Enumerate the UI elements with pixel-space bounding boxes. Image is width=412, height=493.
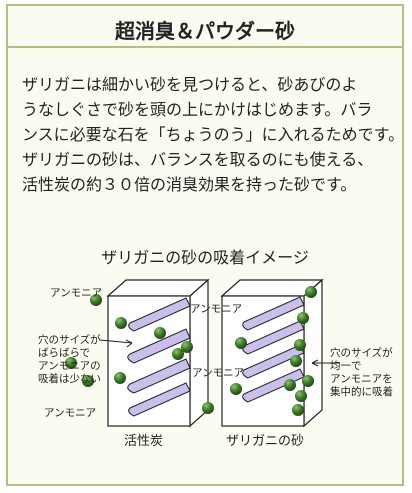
crayfish-sand-block [220, 278, 324, 428]
description-line: ンスに必要な石を「ちょうのう」に入れるためです。 [22, 125, 405, 144]
ammonia-ball [114, 372, 126, 384]
svg-text:ばらばらで: ばらばらで [38, 347, 90, 359]
svg-text:均一で: 均一で [330, 360, 362, 372]
ammonia-ball [294, 339, 306, 351]
ammonia-ball [172, 348, 184, 360]
diagram-title: ザリガニの砂の吸着イメージ [101, 248, 309, 267]
svg-text:吸着は少ない: 吸着は少ない [38, 372, 101, 385]
ammonia-ball [65, 357, 77, 369]
info-panel: 超消臭＆パウダー砂 ザリガニは細かい砂を見つけると、砂あびのよ うなしぐさで砂を… [6, 4, 404, 486]
ammonia-label: アンモニア [50, 287, 102, 299]
activated-carbon-block [106, 278, 210, 428]
ammonia-ball [115, 317, 127, 329]
svg-text:穴のサイズが: 穴のサイズが [330, 346, 393, 359]
ammonia-ball [230, 383, 242, 395]
ammonia-ball [292, 404, 304, 416]
description-line: 活性炭の約３０倍の消臭効果を持った砂です。 [22, 175, 357, 194]
crayfish-sand-note: 穴のサイズが 均一で アンモニアを 集中的に吸着 [330, 346, 393, 398]
svg-text:集中的に吸着: 集中的に吸着 [330, 385, 393, 398]
ammonia-ball [82, 375, 94, 387]
ammonia-label: アンモニア [192, 367, 244, 379]
ammonia-ball [305, 286, 317, 298]
ammonia-ball [290, 355, 302, 367]
activated-carbon-note: 穴のサイズが ばらばらで アンモニアの 吸着は少ない [38, 333, 101, 385]
svg-text:アンモニアを: アンモニアを [330, 373, 393, 385]
ammonia-ball [202, 402, 214, 414]
ammonia-ball [90, 294, 102, 306]
ammonia-label: アンモニア [190, 303, 242, 315]
ammonia-ball [284, 379, 296, 391]
ammonia-ball [154, 327, 166, 339]
description-line: ザリガニの砂は、バランスを取るのにも使える、 [22, 150, 374, 169]
ammonia-molecules [65, 286, 317, 416]
crayfish-sand-caption: ザリガニの砂 [226, 434, 304, 449]
adsorption-diagram: アンモニア アンモニア アンモニア アンモニア 穴のサイズが ばらばらで アンモ… [38, 278, 393, 449]
title-bar: 超消臭＆パウダー砂 [8, 6, 402, 48]
ammonia-ball [302, 375, 314, 387]
ammonia-ball [295, 390, 307, 402]
pointer-arrows [99, 339, 339, 367]
page-title: 超消臭＆パウダー砂 [115, 19, 295, 43]
description: ザリガニは細かい砂を見つけると、砂あびのよ うなしぐさで砂を頭の上にかけはじめま… [22, 72, 405, 197]
svg-text:アンモニアの: アンモニアの [38, 360, 101, 372]
ammonia-ball [235, 337, 247, 349]
description-line: ザリガニは細かい砂を見つけると、砂あびのよ [22, 75, 358, 94]
description-line: うなしぐさで砂を頭の上にかけはじめます。バラ [22, 100, 373, 119]
ammonia-ball [297, 312, 309, 324]
svg-text:穴のサイズが: 穴のサイズが [38, 333, 101, 346]
ammonia-ball [181, 341, 193, 353]
ammonia-label: アンモニア [44, 407, 96, 419]
activated-carbon-caption: 活性炭 [124, 434, 163, 449]
